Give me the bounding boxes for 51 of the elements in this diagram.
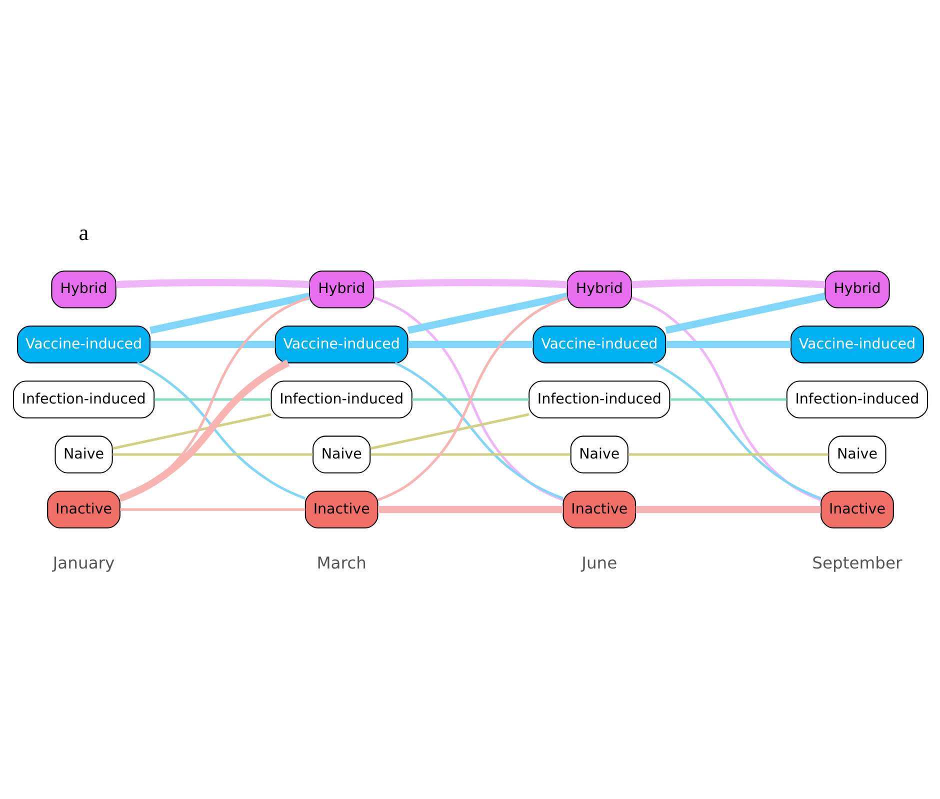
node-box: Naive <box>54 436 112 474</box>
connector <box>635 506 820 514</box>
node-box: Naive <box>828 436 886 474</box>
connector <box>154 398 271 401</box>
label: September <box>812 553 902 572</box>
connector <box>136 362 306 500</box>
node-box: Infection-induced <box>528 380 670 418</box>
connector <box>370 413 529 450</box>
connector <box>112 453 312 456</box>
label: January <box>52 553 114 572</box>
node-box: Vaccine-induced <box>16 326 150 364</box>
connector <box>630 296 821 502</box>
label: March <box>316 553 366 572</box>
connector <box>118 360 290 502</box>
connector <box>631 279 825 288</box>
node-box: Infection-induced <box>786 380 928 418</box>
connector <box>669 398 786 401</box>
connector <box>652 362 821 500</box>
label: June <box>581 553 617 572</box>
label: a <box>78 220 88 246</box>
connector <box>377 506 563 514</box>
connector <box>408 340 533 348</box>
node-box: Hybrid <box>566 270 632 308</box>
node-box: Inactive <box>820 490 894 528</box>
connector <box>406 292 568 334</box>
node-box: Inactive <box>46 490 120 528</box>
node-box: Infection-induced <box>270 380 412 418</box>
connector <box>120 508 305 511</box>
node-box: Vaccine-induced <box>790 326 924 364</box>
node-box: Hybrid <box>824 270 890 308</box>
node-box: Infection-induced <box>12 380 154 418</box>
connector <box>370 453 570 456</box>
connector <box>112 413 271 450</box>
connector <box>394 362 563 500</box>
node-box: Vaccine-induced <box>532 326 666 364</box>
node-box: Naive <box>570 436 628 474</box>
node-box: Naive <box>312 436 370 474</box>
connector <box>150 340 275 348</box>
connector <box>149 292 310 334</box>
node-box: Inactive <box>304 490 378 528</box>
connector <box>115 279 310 288</box>
node-box: Inactive <box>562 490 636 528</box>
connector <box>373 279 567 288</box>
connector <box>119 296 310 502</box>
node-box: Vaccine-induced <box>274 326 408 364</box>
connector <box>665 340 790 348</box>
node-box: Hybrid <box>308 270 374 308</box>
connector <box>628 453 828 456</box>
node-box: Hybrid <box>50 270 116 308</box>
connector <box>412 398 528 401</box>
connector <box>664 292 826 334</box>
